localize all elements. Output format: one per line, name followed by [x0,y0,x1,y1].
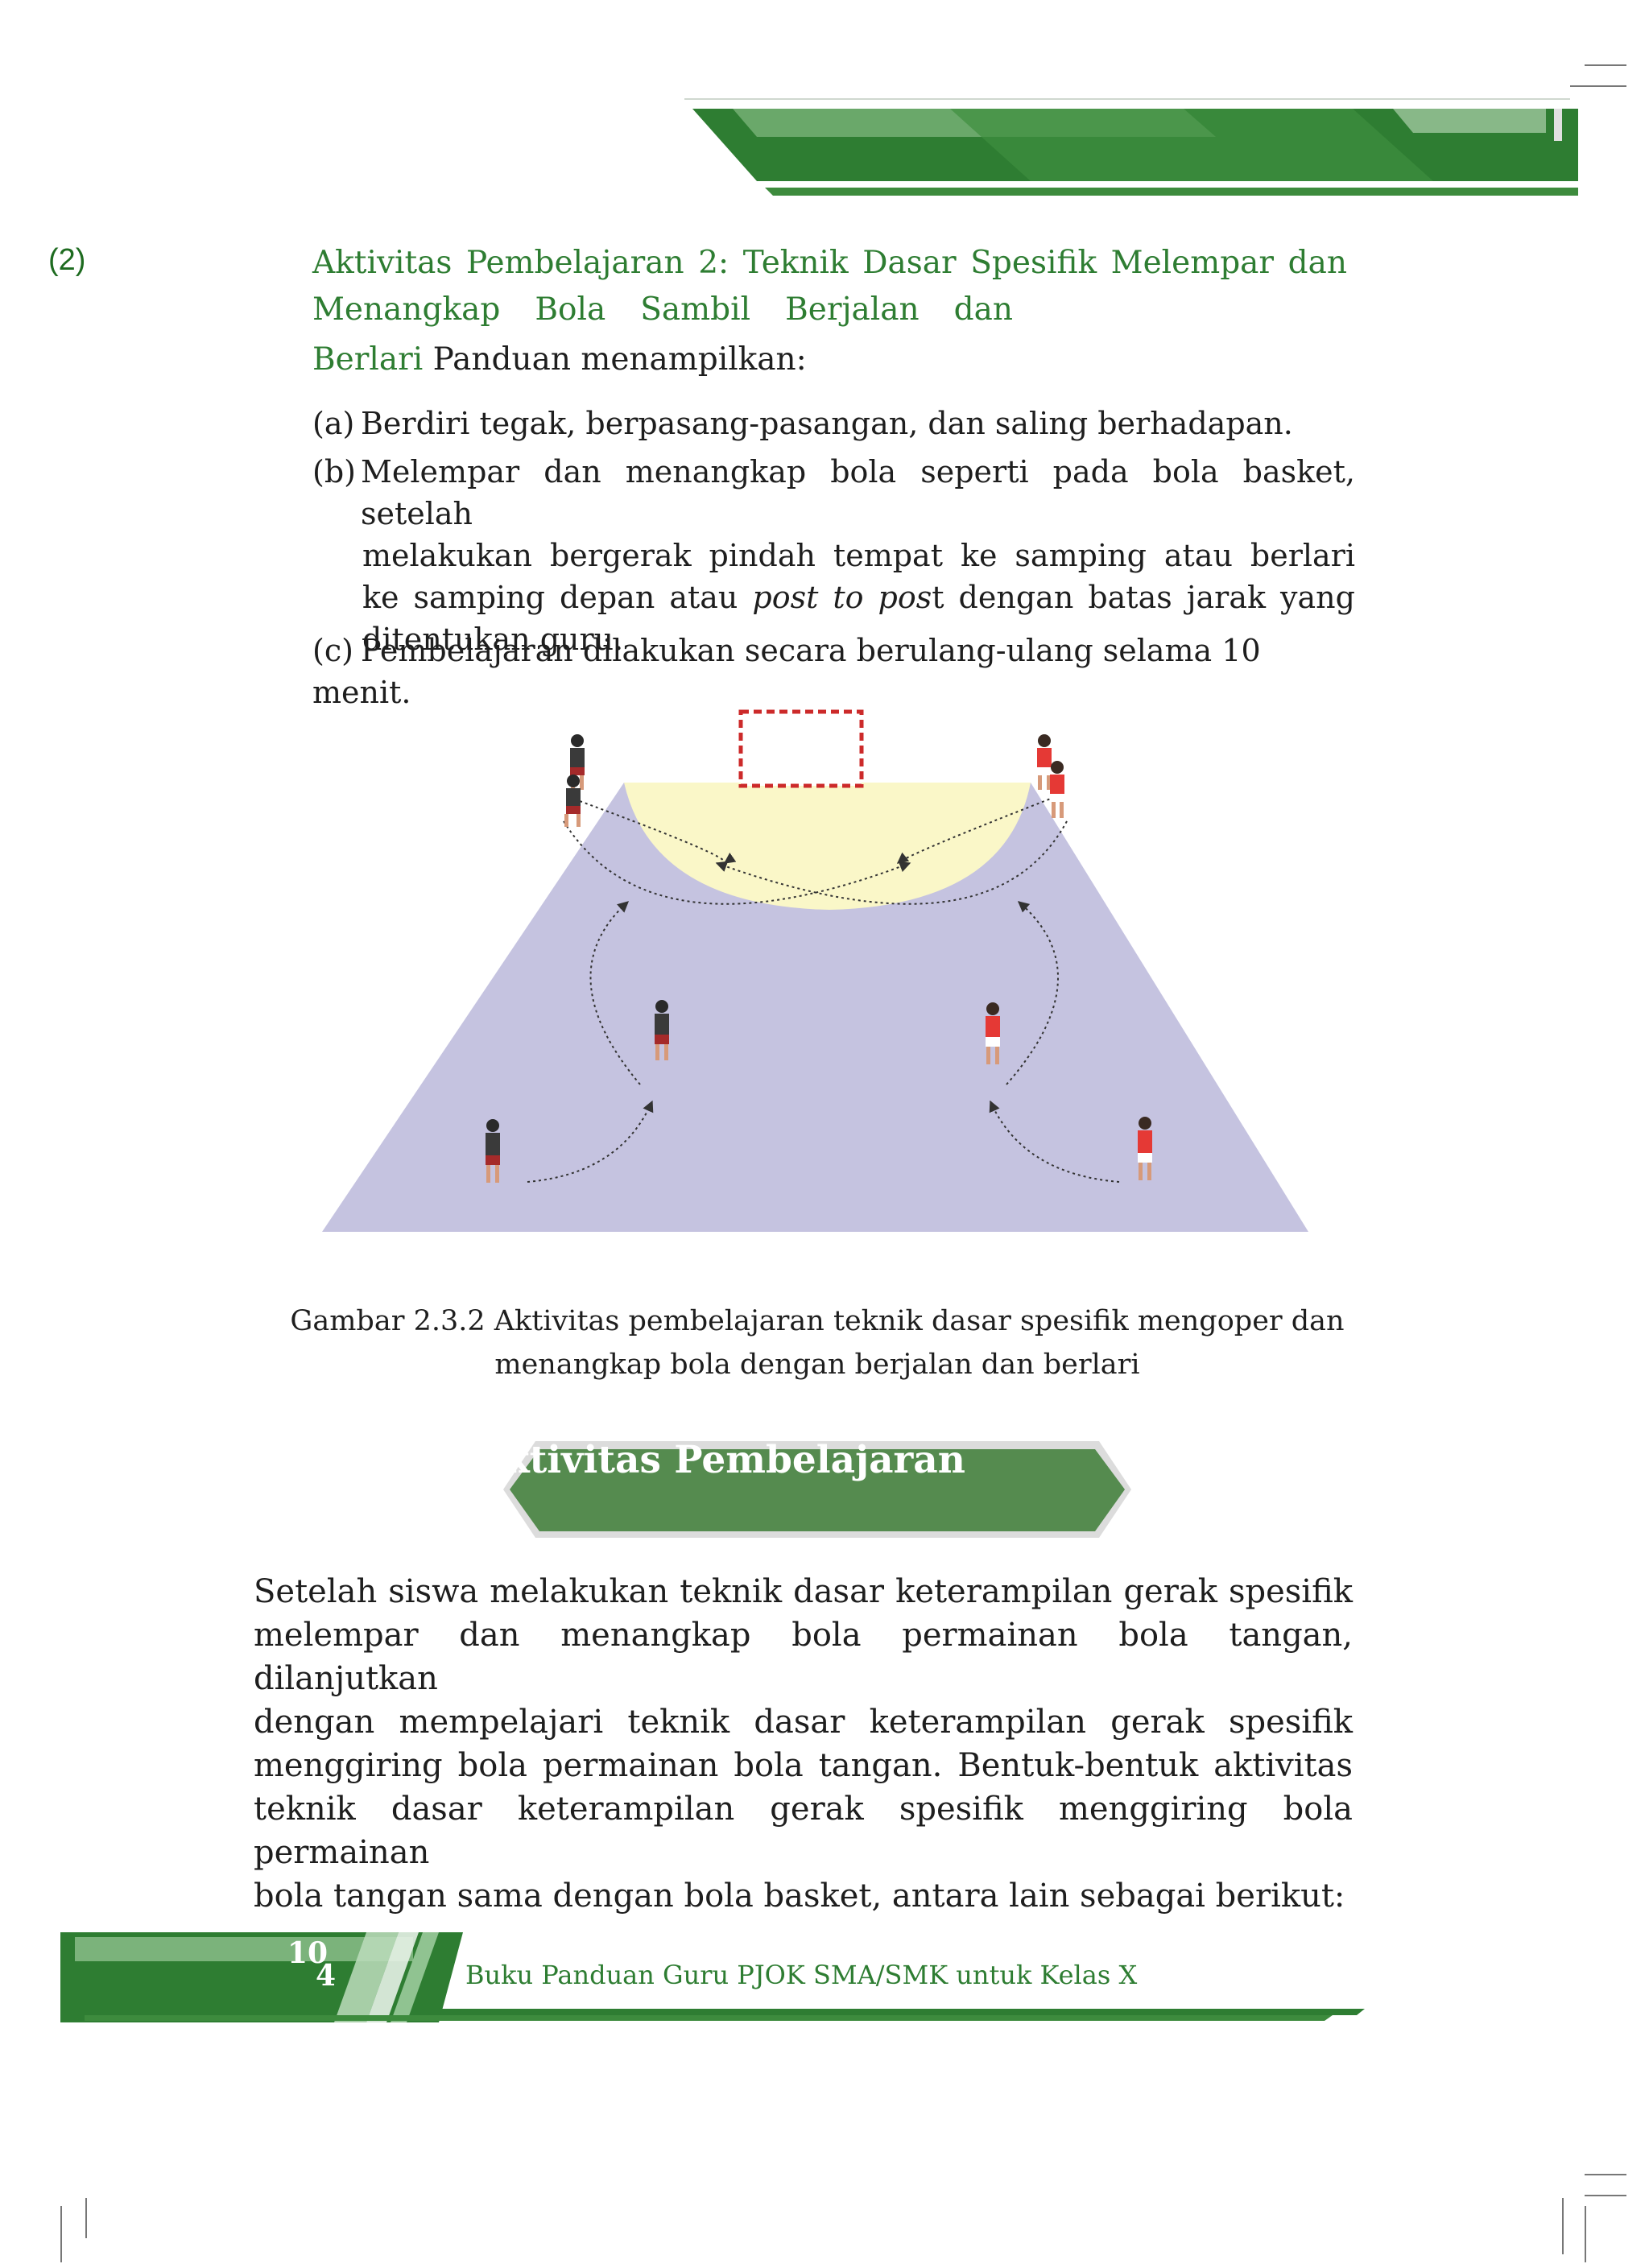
item-italic-term: post to pos [752,580,932,615]
goal-icon [738,709,864,788]
player-red-icon [1138,1117,1152,1180]
paragraph-line: dengan mempelajari teknik dasar keteramp… [254,1704,1353,1741]
activity-banner [503,1441,1131,1538]
item-text: Melempar dan menangkap bola seperti pada… [361,454,1355,531]
item-text: t dengan batas jarak yang [932,580,1355,615]
crop-mark [85,2198,87,2238]
item-line: ke samping depan atau post to post denga… [312,576,1355,618]
heading-word: dan [1287,245,1347,281]
heading-word: Melempar [1110,245,1275,281]
item-marker: (b) [312,454,356,490]
header-decoration [684,98,1578,196]
instruction-item-b: (b) Melempar dan menangkap bola seperti … [312,451,1355,660]
item-marker: (a) [312,406,355,441]
heading-line: Menangkap Bola Sambil Berjalan dan [312,287,1013,333]
crop-mark [1570,85,1626,87]
book-title-footer: Buku Panduan Guru PJOK SMA/SMK untuk Kel… [465,1960,1138,1990]
page-number: 10 [287,1936,329,1970]
intro-text: Panduan menampilkan: [423,341,807,378]
body-paragraph: Setelah siswa melakukan teknik dasar ket… [254,1570,1353,1918]
crop-mark [60,2206,62,2262]
player-dark-icon [486,1119,500,1183]
section-number: (2) [48,243,86,277]
page-number: 4 [316,1959,337,1993]
paragraph-line: teknik dasar keterampilan gerak spesifik… [254,1791,1353,1871]
paragraph-line: Setelah siswa melakukan teknik dasar ket… [254,1573,1353,1610]
crop-mark [1585,64,1626,66]
footer-decoration [60,1932,1365,2022]
item-text: ke samping depan atau [362,580,753,615]
heading-word: Teknik [742,245,849,281]
goal-area [624,783,1031,910]
paragraph-line: melempar dan menangkap bola permainan bo… [254,1617,1353,1697]
heading-line: Aktivitas Pembelajaran 2: Teknik Dasar S… [312,240,1347,287]
item-marker: (c) [312,633,353,668]
player-red-icon [1050,761,1064,818]
handball-drill-illustration [322,709,1308,1232]
heading-last-word: Berlari [312,341,424,378]
activity-heading: Aktivitas Pembelajaran 2: Teknik Dasar S… [312,240,1351,333]
item-line: melakukan bergerak pindah tempat ke samp… [362,538,1355,573]
heading-word: Aktivitas [312,245,453,281]
caption-line: menangkap bola dengan berjalan dan berla… [494,1349,1140,1381]
heading-word: Menangkap [312,291,501,328]
crop-mark [1562,2198,1564,2254]
crop-mark [1585,2195,1626,2196]
item-text: Berdiri tegak, berpasang-pasangan, dan s… [361,406,1293,441]
heading-word: Pembelajaran [465,245,684,281]
figure-caption: Gambar 2.3.2 Aktivitas pembelajaran tekn… [242,1299,1393,1386]
item-line: (b) Melempar dan menangkap bola seperti … [312,451,1355,535]
crop-mark [1585,2174,1626,2175]
heading-word: Berjalan [785,291,920,328]
item-text: Pembelajaran dilakukan secara berulang-u… [312,633,1261,710]
heading-word: Sambil [640,291,751,328]
player-dark-icon [655,1000,669,1060]
paragraph-line: bola tangan sama dengan bola basket, ant… [254,1878,1345,1915]
heading-word: dan [953,291,1013,328]
player-dark-icon [564,775,581,827]
instruction-item-c: (c)Pembelajaran dilakukan secara berulan… [312,630,1355,713]
player-red-icon [1037,734,1052,790]
paragraph-line: menggiring bola permainan bola tangan. B… [254,1747,1353,1784]
player-red-icon [986,1002,1000,1064]
crop-mark [1585,2206,1586,2262]
heading-word: Dasar [862,245,957,281]
heading-word: Spesifik [970,245,1097,281]
heading-word: Bola [535,291,606,328]
activity-banner-title: ktivitas Pembelajaran [503,1438,965,1482]
instruction-item-a: (a)Berdiri tegak, berpasang-pasangan, da… [312,403,1355,444]
court-floor [322,783,1308,1232]
intro-line: Berlari Panduan menampilkan: [312,341,807,378]
heading-word: 2: [698,245,729,281]
item-line: ditentukan guru. [362,622,624,657]
caption-line: Gambar 2.3.2 Aktivitas pembelajaran tekn… [290,1305,1345,1337]
